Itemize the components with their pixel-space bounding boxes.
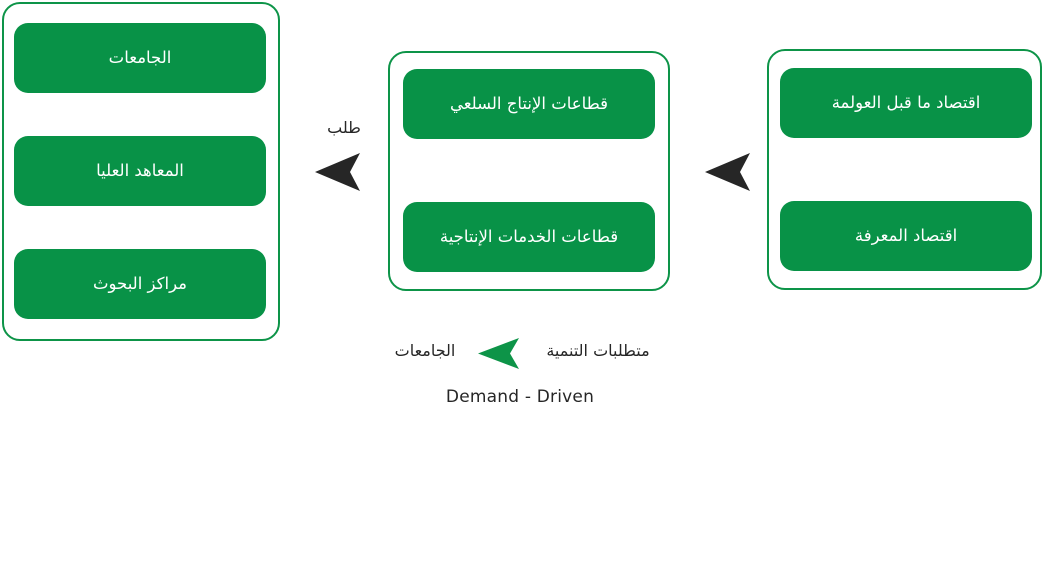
legend-right-label: متطلبات التنمية xyxy=(546,341,650,360)
arrow-legend-icon xyxy=(477,337,521,370)
node-goods-production-sectors[interactable]: قطاعات الإنتاج السلعي xyxy=(403,69,655,139)
node-research-centers[interactable]: مراكز البحوث xyxy=(14,249,266,319)
legend-left-label: الجامعات xyxy=(394,341,456,360)
arrow-demand-icon xyxy=(314,152,362,192)
arrow-demand-label: طلب xyxy=(327,118,361,137)
node-productive-services-sectors[interactable]: قطاعات الخدمات الإنتاجية xyxy=(403,202,655,272)
legend-caption-demand-driven: Demand - Driven xyxy=(445,387,595,407)
node-universities[interactable]: الجامعات xyxy=(14,23,266,93)
node-knowledge-economy[interactable]: اقتصاد المعرفة xyxy=(780,201,1032,271)
node-higher-institutes[interactable]: المعاهد العليا xyxy=(14,136,266,206)
node-pre-globalization-economy[interactable]: اقتصاد ما قبل العولمة xyxy=(780,68,1032,138)
arrow-economy-to-sectors-icon xyxy=(704,152,752,192)
